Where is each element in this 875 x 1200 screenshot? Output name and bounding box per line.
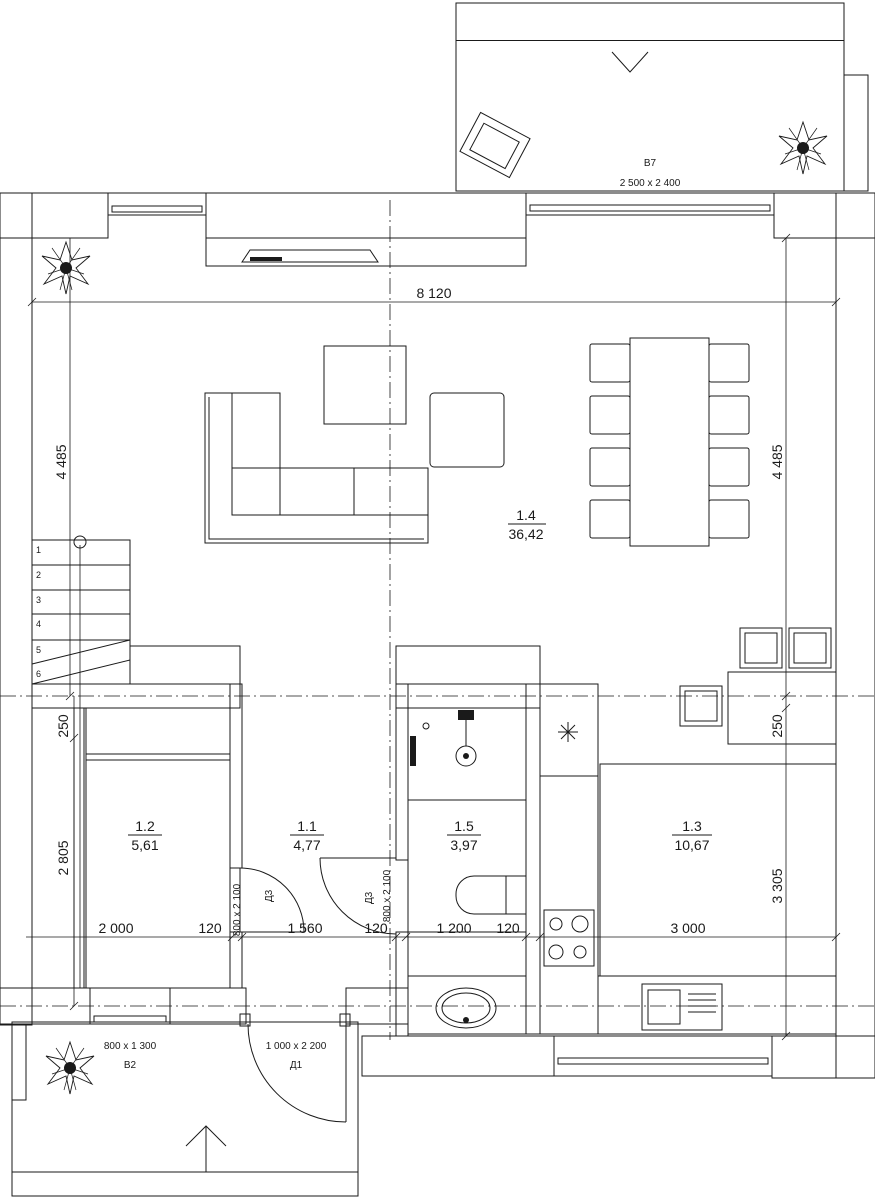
dim-right-3305: 3 305 [769,868,785,903]
stair-mark: 5 [36,645,41,655]
stair-mark: 4 [36,619,41,629]
dim-row-item: 120 [364,920,388,936]
windows [89,192,775,1077]
room-1-3-floor [539,683,837,1035]
room-label-1-1: 1.1 4,77 [290,818,324,853]
room-label-1-5: 1.5 3,97 [447,818,481,853]
door-d3-left-size: 800 x 2 100 [232,883,243,936]
dim-row-item: 1 200 [436,920,471,936]
stair-mark: 1 [36,545,41,555]
kitchen-stools [679,627,837,745]
dining-table [589,337,750,547]
plant-icon [45,1041,95,1095]
dim-right-height: 4 485 [769,444,785,479]
dim-row-item: 2 000 [98,920,133,936]
dim-right-250: 250 [769,714,785,738]
dim-row-item: 120 [198,920,222,936]
plant-icon [778,121,828,175]
dimension-lines [26,233,841,1041]
door-d1-code: Д1 [290,1060,303,1071]
terrace-top [455,2,869,192]
room-1-2-floor [85,707,231,989]
fireplace [205,237,527,267]
dim-left-2805: 2 805 [55,840,71,875]
hall-partition [395,645,541,685]
room-number: 1.2 [135,818,155,834]
room-label-1-3: 1.3 10,67 [672,818,712,853]
stair-mark: 3 [36,595,41,605]
dim-left-250: 250 [55,714,71,738]
window-b2-code: В2 [124,1060,137,1071]
room-label-1-4: 1.4 36,42 [508,507,546,542]
room-number: 1.1 [297,818,317,834]
room-area: 3,97 [450,837,477,853]
dim-left-height: 4 485 [53,444,69,479]
coffee-table [323,345,407,425]
doors [239,857,397,1123]
sofa [204,392,429,544]
room-area: 4,77 [293,837,320,853]
room-number: 1.4 [516,507,536,523]
window-b2-size: 800 x 1 300 [104,1041,157,1052]
stair-mark: 6 [36,669,41,679]
dim-row-item: 120 [496,920,520,936]
door-d3-left-code: Д3 [264,889,275,902]
bathroom-fixtures [407,707,527,1035]
dim-top-width: 8 120 [416,285,451,301]
door-d1-size: 1 000 x 2 200 [266,1041,327,1052]
kitchen-sink [641,983,723,1031]
fridge-star-icon [558,722,578,742]
dim-row-item: 3 000 [670,920,705,936]
window-b7-size: 2 500 x 2 400 [620,178,681,189]
room-number: 1.3 [682,818,702,834]
cooktop [543,909,595,967]
dim-row-item: 1 560 [287,920,322,936]
room-area: 10,67 [674,837,709,853]
interior-walls [31,683,541,1037]
plant-icon [41,241,91,295]
room-area: 5,61 [131,837,158,853]
room-label-1-2: 1.2 5,61 [128,818,162,853]
terrace-bottom [11,1021,359,1197]
stair-mark: 2 [36,570,41,580]
room-area: 36,42 [508,526,543,542]
window-b7-code: В7 [644,158,657,169]
armchair [459,111,531,179]
room-number: 1.5 [454,818,474,834]
grid-axes [0,200,875,1040]
door-d3-right-size: 800 x 2 100 [382,869,393,922]
door-d3-right-code: Д3 [364,891,375,904]
pouf [429,392,505,468]
staircase: 1 2 3 4 5 6 [31,535,241,988]
